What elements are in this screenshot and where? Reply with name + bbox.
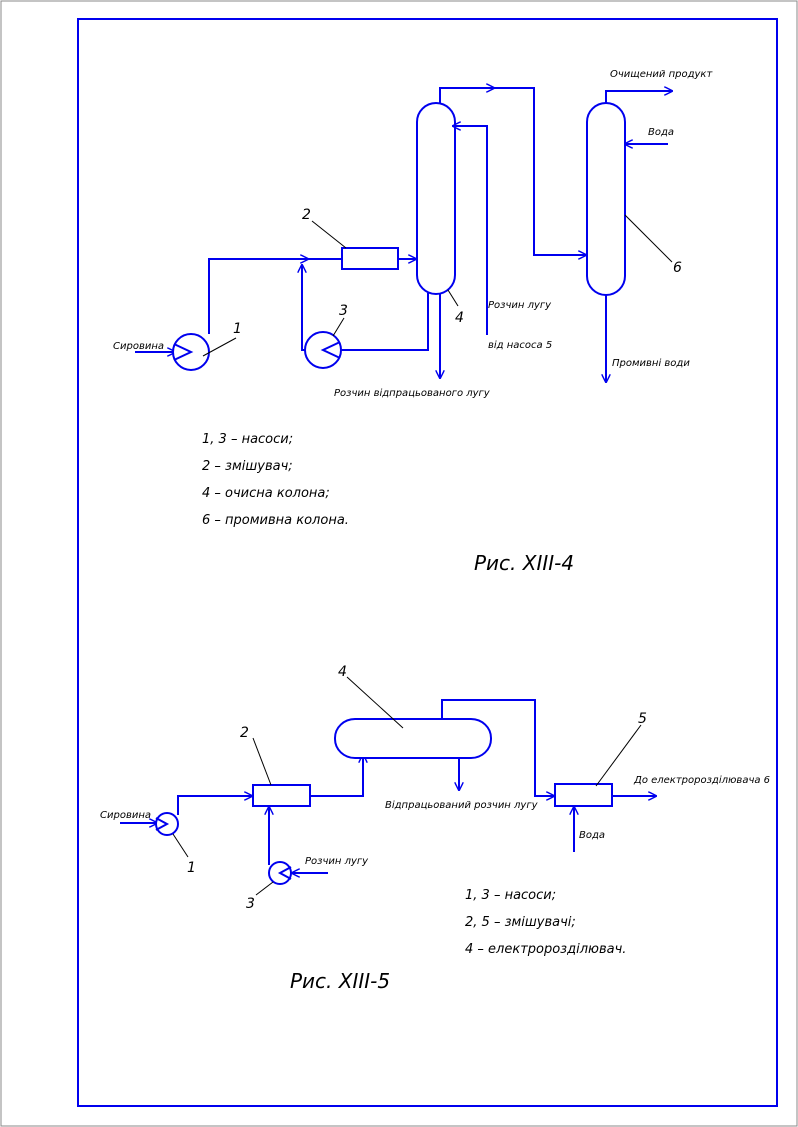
number-1: 1 [233, 321, 242, 337]
electro-separator-4 [334, 718, 492, 759]
column-6 [586, 102, 626, 296]
column-4 [416, 102, 456, 295]
feed-label-1: Сировина [113, 341, 164, 352]
water-label-2: Вода [579, 830, 605, 841]
leader-3 [332, 317, 345, 337]
number-6: 6 [673, 260, 682, 276]
water-label-1: Вода [648, 127, 674, 138]
leader-4b [346, 676, 404, 729]
product-outlet [605, 91, 672, 103]
alkali-label-1: Розчин лугу [488, 300, 552, 311]
from-pump-label: від насоса 5 [488, 339, 552, 351]
figure-2-title: Рис. XIII-5 [290, 969, 390, 993]
legend-2-line-3: 4 – електророзділювач. [465, 942, 626, 957]
mixer-5 [554, 783, 613, 807]
legend-2-line-1: 1, 3 – насоси; [465, 888, 556, 903]
number-3b: 3 [246, 896, 255, 912]
number-4: 4 [455, 310, 464, 326]
to-separator-label: До електророзділювача 6 [633, 774, 770, 786]
mixer-2 [341, 247, 399, 270]
leader-1b [172, 833, 189, 858]
leader-3b [255, 881, 274, 896]
pump-3b-symbol [277, 866, 292, 880]
wash-water-label: Промивні води [612, 357, 690, 369]
pump-1-discharge [208, 259, 308, 334]
leader-1 [202, 337, 237, 357]
column-4-overhead [439, 87, 586, 255]
spent-alkali-label-1: Розчин відпрацьованого лугу [334, 387, 491, 399]
number-3: 3 [339, 303, 348, 319]
pump-1b-symbol [155, 817, 170, 831]
leader-6 [624, 214, 673, 263]
legend-2-line-2: 2, 5 – змішувачі; [465, 915, 576, 930]
legend-1-line-3: 4 – очисна колона; [202, 486, 330, 501]
number-2b: 2 [240, 725, 249, 741]
mixer-2b [252, 784, 311, 807]
figure-1-title: Рис. XIII-4 [474, 551, 574, 575]
alkali-inlet [453, 126, 488, 335]
number-5: 5 [638, 711, 647, 727]
recycle-to-pump-3 [341, 293, 429, 351]
leader-2 [311, 220, 347, 249]
figure-xiii-4: Сировина 1 2 3 4 Розчин відпрацьованого … [113, 69, 713, 575]
number-1b: 1 [187, 860, 196, 876]
leader-5 [595, 724, 642, 787]
pump-1b-discharge [177, 796, 252, 815]
number-4b: 4 [338, 664, 347, 680]
leader-4 [447, 289, 459, 307]
alkali-label-2: Розчин лугу [305, 856, 369, 867]
legend-1-line-2: 2 – змішувач; [202, 459, 293, 474]
purified-product-label: Очищений продукт [610, 69, 713, 80]
pump-3-symbol [320, 341, 341, 359]
number-2: 2 [302, 207, 311, 223]
spent-alkali-label-2: Відпрацьований розчин лугу [385, 799, 539, 811]
figure-xiii-5: Сировина 1 2 Розчин лугу 3 4 Відпрацьова… [100, 664, 770, 993]
legend-1-line-4: 6 – промивна колона. [202, 513, 349, 528]
separator-overhead [441, 699, 554, 796]
feed-label-2: Сировина [100, 810, 151, 821]
leader-2b [252, 737, 272, 786]
mixer-to-separator [310, 755, 363, 797]
legend-1-line-1: 1, 3 – насоси; [202, 432, 293, 447]
drawing-frame [77, 18, 778, 1107]
pump-3-discharge [302, 265, 305, 351]
pump-1-symbol [173, 343, 194, 361]
